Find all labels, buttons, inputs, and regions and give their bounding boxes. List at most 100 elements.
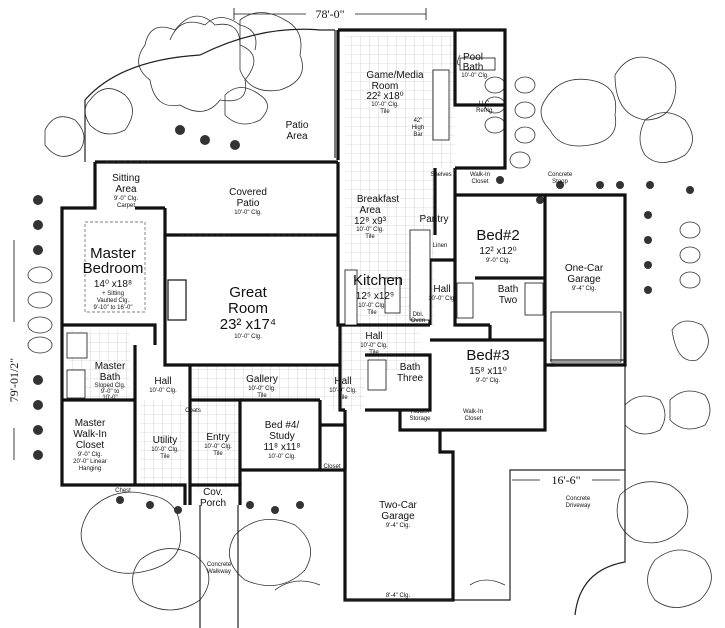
room-hall-kitchen: Hall 10'-0" Clg. Tile xyxy=(360,331,388,356)
entry-clg: 10'-0" Clg. xyxy=(204,444,232,450)
master-bath-name-2: Bath xyxy=(100,372,121,383)
bar-l2: High xyxy=(412,125,424,131)
room-hall-bed: Hall 10'-0" Clg. xyxy=(428,284,456,302)
pantry-label: Pantry xyxy=(420,214,449,225)
sitting-clg: 9'-0" Clg. xyxy=(114,196,139,202)
great-room-name-2: Room xyxy=(228,300,268,317)
kitchen-size: 12⁵ x12⁹ xyxy=(356,291,394,302)
walkway xyxy=(199,505,239,628)
patio-area-label: Patio Area xyxy=(286,120,309,142)
master-closet-name-3: Closet xyxy=(76,440,105,451)
refrig-l1: U.C. xyxy=(479,101,491,107)
driveway xyxy=(452,359,626,616)
utility-name: Utility xyxy=(153,435,177,446)
bath-two-name-1: Bath xyxy=(498,284,519,295)
garage-doors xyxy=(345,311,622,601)
master-closet-name-1: Master xyxy=(75,418,106,429)
patio-area-l2: Area xyxy=(286,131,308,142)
depth-dimension: 79'-01/2" xyxy=(7,240,21,460)
oven-l2: Oven xyxy=(411,318,425,324)
game-media-clg: 10'-0" Clg. xyxy=(371,102,399,108)
two-car-clg: 9'-4" Clg. xyxy=(386,523,411,529)
bed3-size: 15⁸ x11⁰ xyxy=(469,366,507,377)
master-bath-clg: Sloped Clg. xyxy=(94,383,125,389)
room-hall-center: Hall 10'-0" Clg. Tile xyxy=(329,376,357,401)
covered-patio-name-2: Patio xyxy=(237,198,260,209)
concrete-driveway: Concrete Driveway xyxy=(566,496,591,509)
walkway-l1: Concrete xyxy=(207,562,232,568)
one-car-name-1: One-Car xyxy=(565,263,604,274)
master-bath-name-1: Master xyxy=(95,361,126,372)
room-sitting-area: Sitting Area 9'-0" Clg. Carpet xyxy=(112,173,140,209)
hall-kitchen-floor: Tile xyxy=(369,350,379,356)
room-kitchen: Kitchen 12⁵ x12⁹ 10'-0" Clg. Tile xyxy=(353,272,403,316)
bar-label: 42" High Bar xyxy=(412,118,424,138)
kitchen-floor: Tile xyxy=(367,310,377,316)
linen-label: Linen xyxy=(433,243,448,249)
great-room-name-1: Great xyxy=(229,284,267,301)
kitchen-cabinets xyxy=(344,69,450,326)
bed2-clg: 9'-0" Clg. xyxy=(486,258,511,264)
entry-floor: Tile xyxy=(213,451,223,457)
master-bed-name-1: Master xyxy=(90,245,136,262)
stoop-l2: Stoop xyxy=(552,179,568,185)
bed4-name-1: Bed #4/ xyxy=(265,420,300,431)
chest-label: Chest xyxy=(115,488,131,494)
cov-porch-l1: Cov. xyxy=(203,487,223,498)
two-car-name-2: Garage xyxy=(381,511,415,522)
master-closet-note-2: Hanging xyxy=(79,466,101,472)
bath-three-name-1: Bath xyxy=(400,362,421,373)
room-covered-patio: Covered Patio 10'-0" Clg. xyxy=(229,187,267,216)
breakfast-floor: Tile xyxy=(365,234,375,240)
windows xyxy=(105,29,420,236)
walkin-top-l1: Walk-In xyxy=(470,172,490,178)
driveway-l2: Driveway xyxy=(566,503,591,509)
room-bath-three: Bath Three xyxy=(397,362,424,384)
shelves-label: Shelves xyxy=(430,172,451,178)
game-media-floor: Tile xyxy=(380,109,390,115)
covered-patio-name-1: Covered xyxy=(229,187,267,198)
gallery-floor: Tile xyxy=(257,393,267,399)
bath-three-name-2: Three xyxy=(397,373,424,384)
refrig-l2: Refrig. xyxy=(476,108,494,114)
room-bed-4-study: Bed #4/ Study 11⁸ x11⁸ 10'-0" Clg. xyxy=(264,420,301,460)
two-car-clg-bottom: 8'-4" Clg. xyxy=(386,593,411,599)
pool-bath-clg: 10'-0" Clg. xyxy=(461,73,489,79)
room-entry: Entry 10'-0" Clg. Tile xyxy=(204,432,232,457)
hall-bed-name: Hall xyxy=(433,284,450,295)
walkin-closet-bed3: Walk-In Closet xyxy=(463,409,483,422)
breakfast-name-2: Area xyxy=(359,205,381,216)
master-bed-note-2: Vaulted Clg. xyxy=(97,298,130,304)
vaulted-ceiling-outline xyxy=(84,221,146,313)
stoop-l1: Concrete xyxy=(548,172,573,178)
walkin-top-l2: Closet xyxy=(471,179,488,185)
oven-l1: Dbl. xyxy=(413,312,424,318)
hall-left-clg: 10'-0" Clg. xyxy=(149,388,177,394)
gallery-name: Gallery xyxy=(246,374,278,385)
room-one-car-garage: One-Car Garage 9'-4" Clg. xyxy=(565,263,604,292)
master-bed-note-3: 9'-10" to 16'-0" xyxy=(94,305,133,311)
one-car-name-2: Garage xyxy=(567,274,601,285)
cov-porch-l2: Porch xyxy=(200,498,226,509)
master-bed-note-1: + Sitting xyxy=(102,291,124,297)
utility-clg: 10'-0" Clg. xyxy=(151,447,179,453)
bar-l1: 42" xyxy=(414,118,423,124)
fireplace-icon xyxy=(167,279,187,321)
one-car-clg: 9'-4" Clg. xyxy=(572,286,597,292)
utility-floor: Tile xyxy=(160,454,170,460)
master-bed-size: 14⁰ x18⁸ xyxy=(94,279,132,290)
hall-left-name: Hall xyxy=(154,376,171,387)
hidden-storage: Hidden Storage xyxy=(409,409,431,422)
room-bed-2: Bed#2 12² x12⁰ 9'-0" Clg. xyxy=(476,227,519,264)
room-great-room: Great Room 23² x17⁴ 10'-0" Clg. xyxy=(220,284,276,340)
hall-bed-clg: 10'-0" Clg. xyxy=(428,296,456,302)
sitting-name-2: Area xyxy=(115,184,137,195)
master-closet-note-1: 20'-0" Linear xyxy=(73,459,107,465)
bed3-clg: 9'-0" Clg. xyxy=(476,378,501,384)
bed2-name: Bed#2 xyxy=(476,227,519,244)
depth-label: 79'-01/2" xyxy=(7,358,21,402)
master-closet-name-2: Walk-In xyxy=(73,429,107,440)
bath-two-name-2: Two xyxy=(499,295,518,306)
room-two-car-garage: Two-Car Garage 9'-4" Clg. 8'-4" Clg. xyxy=(379,500,417,599)
